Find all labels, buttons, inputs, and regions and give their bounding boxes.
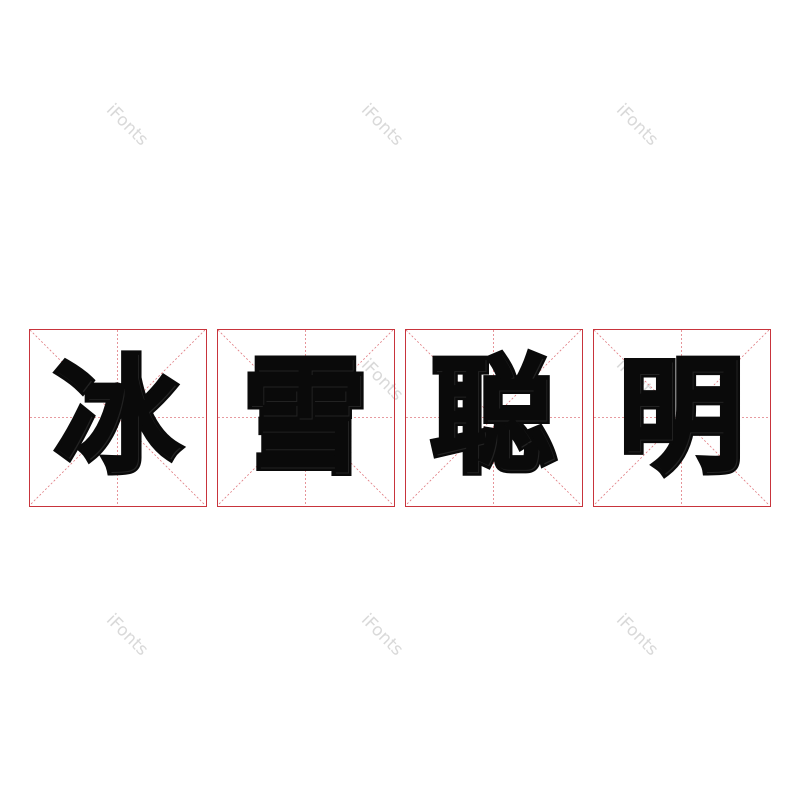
watermark: iFonts <box>612 100 662 150</box>
character-glyph: 雪 <box>240 345 371 490</box>
character-glyph: 明 <box>616 345 747 490</box>
character-glyph: 冰 <box>52 345 183 490</box>
grid-guides <box>594 330 769 505</box>
character-cell: 雪 <box>217 329 395 507</box>
grid-guides <box>406 330 581 505</box>
grid-guides <box>218 330 393 505</box>
character-cell: 聪 <box>405 329 583 507</box>
watermark: iFonts <box>102 100 152 150</box>
watermark: iFonts <box>102 610 152 660</box>
character-glyph: 聪 <box>428 345 559 490</box>
grid-guides <box>30 330 205 505</box>
watermark: iFonts <box>357 100 407 150</box>
watermark: iFonts <box>612 610 662 660</box>
character-cell: 冰 <box>29 329 207 507</box>
character-cell: 明 <box>593 329 771 507</box>
watermark: iFonts <box>357 610 407 660</box>
